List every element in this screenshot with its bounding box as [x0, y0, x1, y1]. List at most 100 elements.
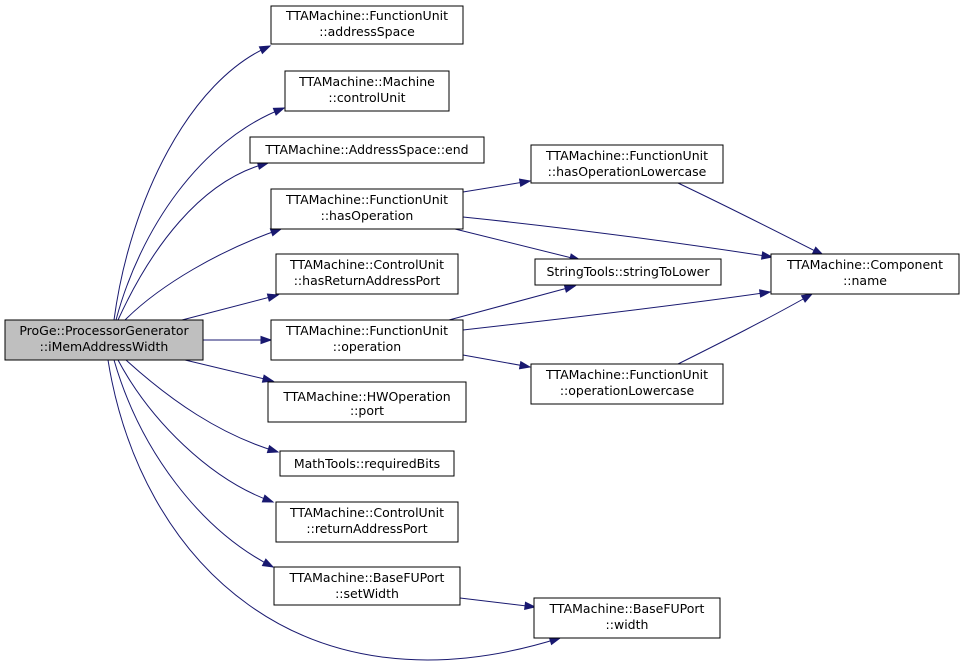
arrowhead-icon: [266, 293, 280, 302]
edge-root-to-control_unit: [115, 107, 286, 321]
node-label-line2: ::iMemAddressWidth: [40, 339, 169, 354]
arrowhead-icon: [563, 284, 577, 293]
node-label: MathTools::requiredBits: [294, 456, 440, 471]
node-label-line2: ::returnAddressPort: [306, 521, 427, 536]
edge-line: [462, 291, 771, 331]
edge-root-to-has_return_address_port: [181, 293, 280, 321]
edge-line: [181, 294, 279, 321]
node-label-line1: TTAMachine::Machine: [298, 74, 435, 89]
edge-operation-to-string_to_lower: [448, 284, 577, 321]
edge-root-to-set_width: [113, 359, 275, 568]
arrowhead-icon: [760, 251, 774, 260]
edge-line: [448, 285, 576, 321]
node-stringToLower[interactable]: StringTools::stringToLower: [534, 258, 722, 286]
node-addressSpace[interactable]: TTAMachine::FunctionUnit ::addressSpace: [270, 5, 464, 45]
arrowhead-icon: [548, 636, 562, 646]
node-label-line1: TTAMachine::FunctionUnit: [285, 323, 448, 338]
edge-line: [124, 228, 282, 321]
node-label-line2: ::hasOperationLowercase: [548, 164, 707, 179]
edge-line: [462, 180, 531, 193]
edge-line: [677, 293, 813, 365]
node-label-line2: ::hasOperation: [321, 208, 414, 223]
node-iMemAddressWidth[interactable]: ProGe::ProcessorGenerator ::iMemAddressW…: [4, 319, 204, 361]
node-requiredBits[interactable]: MathTools::requiredBits: [279, 450, 455, 477]
arrowhead-icon: [518, 178, 532, 187]
arrowhead-icon: [524, 601, 537, 611]
arrowhead-icon: [758, 289, 772, 298]
node-label-line1: ProGe::ProcessorGenerator: [19, 323, 189, 338]
arrowhead-icon: [518, 360, 532, 370]
node-label-line2: ::width: [606, 617, 649, 632]
node-label-line1: TTAMachine::ControlUnit: [289, 257, 444, 272]
node-label-line2: ::operation: [333, 339, 401, 354]
edge-set_width-to-width: [459, 597, 537, 611]
node-componentName[interactable]: TTAMachine::Component ::name: [770, 253, 960, 295]
edge-has_operation-to-string_to_lower: [454, 228, 582, 262]
edge-root-to-return_address_port: [117, 359, 275, 503]
node-label-line1: TTAMachine::FunctionUnit: [545, 367, 708, 382]
node-label-line2: ::hasReturnAddressPort: [294, 273, 441, 288]
edge-line: [117, 162, 269, 321]
node-label-line2: ::addressSpace: [319, 24, 415, 39]
edge-root-to-as_end: [117, 161, 270, 321]
node-label-line1: TTAMachine::BaseFUPort: [289, 570, 445, 585]
edge-root-to-hw_port: [184, 359, 275, 383]
edge-line: [462, 216, 773, 258]
node-label-line1: TTAMachine::FunctionUnit: [285, 8, 448, 23]
arrowhead-icon: [260, 335, 273, 345]
edge-operation-to-component_name: [462, 289, 772, 331]
edge-line: [113, 45, 271, 321]
edge-root-to-required_bits: [125, 359, 280, 454]
edge-line: [107, 359, 561, 661]
node-label: StringTools::stringToLower: [546, 264, 710, 279]
node-returnAddressPort[interactable]: TTAMachine::ControlUnit ::returnAddressP…: [275, 501, 459, 543]
arrowhead-icon: [800, 293, 814, 303]
node-controlUnit[interactable]: TTAMachine::Machine ::controlUnit: [284, 70, 450, 112]
edge-has_operation-to-component_name: [462, 216, 774, 260]
edge-line: [117, 359, 274, 503]
node-label-line2: ::setWidth: [335, 586, 399, 601]
edge-line: [184, 359, 274, 382]
edge-root-to-has_operation: [124, 228, 283, 321]
node-width[interactable]: TTAMachine::BaseFUPort ::width: [533, 597, 721, 639]
edge-root-to-operation: [203, 335, 273, 345]
arrowhead-icon: [258, 45, 272, 55]
edge-line: [677, 182, 824, 256]
edge-line: [125, 359, 279, 453]
arrowhead-icon: [261, 374, 275, 383]
edge-operation-to-operation_lowercase: [462, 354, 532, 370]
node-label-line1: TTAMachine::HWOperation: [282, 389, 450, 404]
node-addressSpace-end[interactable]: TTAMachine::AddressSpace::end: [249, 136, 485, 164]
node-hasOperation[interactable]: TTAMachine::FunctionUnit ::hasOperation: [270, 188, 464, 230]
node-label-line1: TTAMachine::ControlUnit: [289, 505, 444, 520]
node-label-line2: ::operationLowercase: [560, 383, 695, 398]
edge-has_operation-to-has_operation_lowercase: [462, 178, 532, 193]
node-setWidth[interactable]: TTAMachine::BaseFUPort ::setWidth: [273, 566, 461, 606]
node-hwPort[interactable]: TTAMachine::HWOperation ::port: [267, 381, 467, 423]
edge-line: [115, 107, 285, 321]
node-label-line2: ::port: [350, 403, 384, 418]
node-label-line1: TTAMachine::Component: [786, 257, 943, 272]
node-label-line1: TTAMachine::FunctionUnit: [285, 192, 448, 207]
node-label-line1: TTAMachine::FunctionUnit: [545, 148, 708, 163]
node-label-line2: ::name: [843, 273, 887, 288]
edge-line: [113, 359, 274, 568]
node-label-line2: ::controlUnit: [328, 90, 405, 105]
node-operation[interactable]: TTAMachine::FunctionUnit ::operation: [270, 319, 464, 361]
edge-line: [462, 354, 531, 368]
arrowhead-icon: [261, 494, 275, 503]
edge-operation_lowercase-to-component_name: [677, 293, 814, 365]
node-label: TTAMachine::AddressSpace::end: [264, 142, 468, 157]
arrowhead-icon: [269, 228, 283, 237]
edge-has_operation_lowercase-to-component_name: [677, 182, 825, 256]
node-hasOperationLowercase[interactable]: TTAMachine::FunctionUnit ::hasOperationL…: [530, 144, 724, 184]
node-operationLowercase[interactable]: TTAMachine::FunctionUnit ::operationLowe…: [530, 363, 724, 405]
edge-root-to-address_space: [113, 45, 272, 321]
arrowhead-icon: [272, 107, 286, 116]
nodes-layer: ProGe::ProcessorGenerator ::iMemAddressW…: [4, 5, 960, 639]
arrowhead-icon: [261, 558, 275, 568]
node-hasReturnAddressPort[interactable]: TTAMachine::ControlUnit ::hasReturnAddre…: [275, 253, 459, 295]
arrowhead-icon: [266, 444, 280, 454]
node-label-line1: TTAMachine::BaseFUPort: [549, 601, 705, 616]
